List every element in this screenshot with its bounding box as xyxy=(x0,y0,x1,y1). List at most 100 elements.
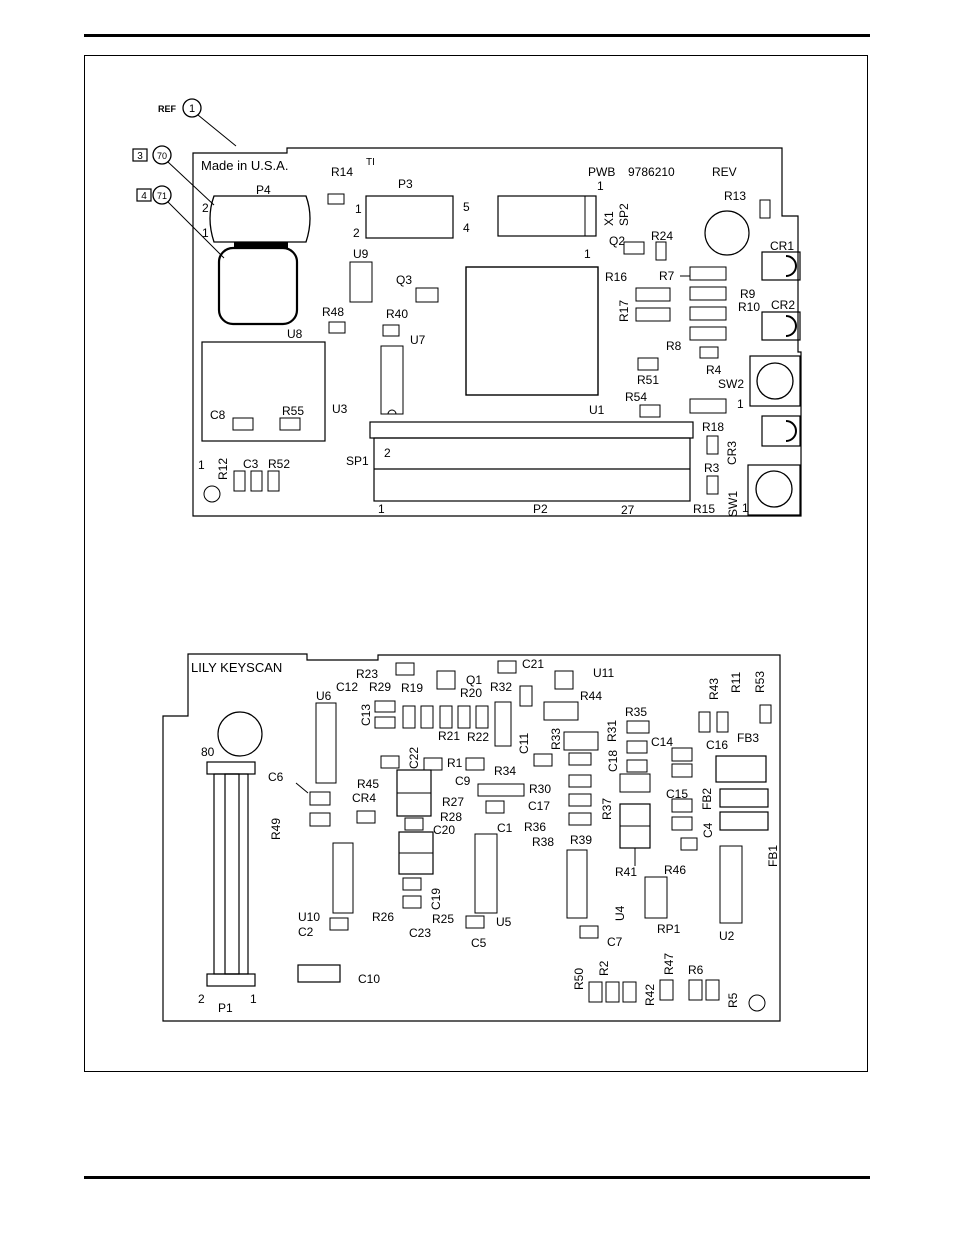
pin-sw1-1: 1 xyxy=(742,501,749,515)
label-u4: U4 xyxy=(613,905,627,921)
q3-part xyxy=(415,287,439,303)
r11-part xyxy=(716,711,729,733)
label-c7: C7 xyxy=(607,935,623,949)
label-r7: R7 xyxy=(659,269,675,283)
label-q1: Q1 xyxy=(466,673,482,687)
fb1-part xyxy=(719,811,769,831)
rp1-part xyxy=(644,876,668,919)
label-r4: R4 xyxy=(706,363,722,377)
r30-part xyxy=(568,752,592,766)
c8-part xyxy=(232,417,254,431)
top-rule xyxy=(84,34,870,37)
label-u8: U8 xyxy=(287,327,303,341)
r29-part xyxy=(402,705,416,729)
label-r3: R3 xyxy=(704,461,720,475)
pin-p4-1: 1 xyxy=(202,226,209,240)
label-q3: Q3 xyxy=(396,273,412,287)
u9-part xyxy=(349,261,373,303)
u2-part xyxy=(719,845,743,924)
bottom-board-outline xyxy=(162,653,781,1022)
ref-number: 1 xyxy=(189,103,195,115)
label-p1: P1 xyxy=(218,1001,233,1015)
label-p4: P4 xyxy=(256,183,271,197)
u1-chip xyxy=(465,266,599,396)
r34-part xyxy=(533,753,553,767)
bottom-board: LILY KEYSCAN 80 2 P1 1 R23 Q1 C21 U11 C1… xyxy=(162,653,781,1022)
item-b-leader xyxy=(167,201,225,259)
r43-part xyxy=(698,711,711,733)
label-r22: R22 xyxy=(467,730,489,744)
label-c20: C20 xyxy=(433,823,455,837)
bottom-rule xyxy=(84,1176,870,1179)
u3-module xyxy=(201,341,326,442)
label-c8: C8 xyxy=(210,408,226,422)
label-r23: R23 xyxy=(356,667,378,681)
r2-part xyxy=(605,981,620,1003)
pin-p3-2: 2 xyxy=(353,226,360,240)
sw1-button[interactable] xyxy=(755,470,793,508)
r50-part xyxy=(588,981,603,1003)
label-x1: X1 xyxy=(602,211,616,226)
r35-part xyxy=(626,720,650,734)
r1-part xyxy=(423,757,443,771)
label-r45: R45 xyxy=(357,777,379,791)
label-r51: R51 xyxy=(637,373,659,387)
label-c3: C3 xyxy=(243,457,259,471)
label-r10: R10 xyxy=(738,300,760,314)
label-c23: C23 xyxy=(409,926,431,940)
label-r39: R39 xyxy=(570,833,592,847)
pin-p3-1: 1 xyxy=(355,202,362,216)
label-c5: C5 xyxy=(471,936,487,950)
c3-part xyxy=(250,470,263,492)
label-r14: R14 xyxy=(331,165,353,179)
x1-band xyxy=(584,195,597,237)
label-u5: U5 xyxy=(496,915,512,929)
label-c13: C13 xyxy=(359,704,373,726)
item-a-circle-number: 70 xyxy=(157,151,167,161)
sw2-switch[interactable] xyxy=(749,355,801,407)
r14-part xyxy=(327,193,345,205)
label-r32: R32 xyxy=(490,680,512,694)
mounting-hole xyxy=(203,485,221,503)
label-c19: C19 xyxy=(429,888,443,910)
item-a-leader xyxy=(167,161,215,206)
r8-part-a xyxy=(689,326,727,341)
label-sp1: SP1 xyxy=(346,454,369,468)
label-r17: R17 xyxy=(617,300,631,322)
label-r43: R43 xyxy=(707,678,721,700)
label-c12: C12 xyxy=(336,680,358,694)
label-cr1: CR1 xyxy=(770,239,794,253)
u4-part xyxy=(566,849,588,919)
label-r1: R1 xyxy=(447,756,463,770)
c11-part xyxy=(494,701,512,747)
x1-crystal xyxy=(497,195,597,237)
c17b-part xyxy=(568,793,592,807)
q2-part xyxy=(623,241,645,255)
label-r48: R48 xyxy=(322,305,344,319)
c4b-part xyxy=(680,837,698,851)
label-u1: U1 xyxy=(589,403,605,417)
r23-part xyxy=(395,662,415,676)
p4-cap xyxy=(217,246,299,326)
label-fb3: FB3 xyxy=(737,731,759,745)
r28-part xyxy=(404,817,424,831)
cr2-part xyxy=(761,311,801,341)
label-cr4: CR4 xyxy=(352,791,376,805)
r20-part xyxy=(457,705,471,729)
label-r18: R18 xyxy=(702,420,724,434)
r51-part xyxy=(637,357,659,371)
r3-part xyxy=(706,475,719,495)
sw1-switch[interactable] xyxy=(747,464,801,516)
label-r27: R27 xyxy=(442,795,464,809)
label-sw1: SW1 xyxy=(726,491,740,517)
label-r15: R15 xyxy=(693,502,715,516)
q1-part xyxy=(436,670,456,690)
pin-board-1: 1 xyxy=(198,458,205,472)
sw2-button[interactable] xyxy=(756,362,794,400)
u7-notch xyxy=(387,409,397,415)
r4-part xyxy=(699,346,719,359)
r47-part xyxy=(659,979,674,1001)
label-c22: C22 xyxy=(407,747,421,769)
label-u11: U11 xyxy=(593,666,614,680)
